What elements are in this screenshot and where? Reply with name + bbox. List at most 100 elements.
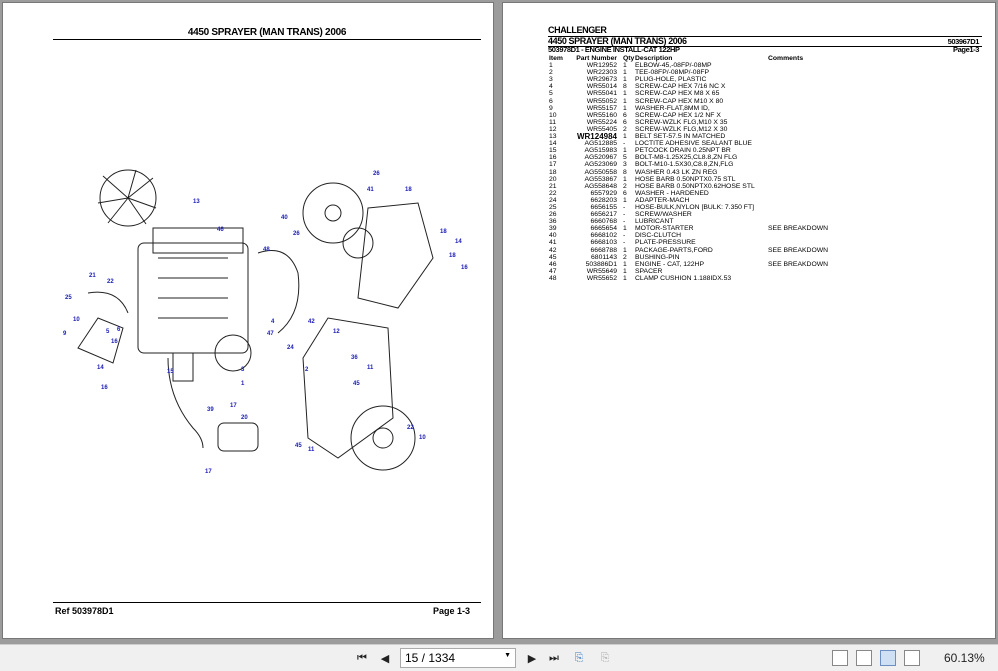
next-page-icon[interactable]: ▶ (527, 652, 537, 665)
quantity: 1 (623, 175, 627, 183)
prev-page-icon[interactable]: ◀ (380, 652, 390, 665)
go-back-view-icon[interactable]: ⎘ (574, 651, 584, 664)
part-number: AG558648 (584, 182, 617, 190)
first-page-icon[interactable]: ⏮ (357, 651, 367, 664)
quantity: 1 (623, 274, 627, 282)
quantity: 1 (623, 69, 627, 77)
continuous-view-icon[interactable] (856, 650, 872, 666)
hose (167, 357, 204, 449)
description: PACKAGE-PARTS,FORD (635, 246, 713, 254)
single-page-view-icon[interactable] (832, 650, 848, 666)
part-number: WR124984 (576, 132, 617, 142)
comments: SEE BREAKDOWN (768, 246, 829, 254)
item-number: 40 (549, 232, 557, 240)
item-number: 5 (549, 90, 553, 98)
item-number: 3 (549, 76, 553, 84)
quantity: 2 (623, 253, 627, 261)
quantity: 6 (623, 111, 627, 119)
last-page-icon[interactable]: ⏭ (549, 651, 559, 664)
item-number: 12 (549, 125, 557, 133)
quantity: 1 (623, 133, 627, 141)
flywheel (302, 182, 364, 244)
item-number: 20 (549, 175, 557, 183)
part-number: 6665654 (590, 225, 617, 233)
item-number: 10 (549, 111, 557, 119)
quantity: 1 (623, 267, 627, 275)
quantity: 1 (623, 104, 627, 112)
quantity: 1 (623, 196, 627, 204)
quantity: 8 (623, 83, 627, 91)
parts-table: Item Part Number Qty Description Comment… (549, 55, 828, 282)
quantity: 1 (623, 260, 627, 268)
divider (548, 46, 982, 47)
zoom-level[interactable]: 60.13% (944, 651, 985, 665)
title: 4450 SPRAYER (MAN TRANS) 2006 (548, 36, 687, 46)
item-number: 4 (549, 83, 553, 91)
facing-view-icon[interactable] (880, 650, 896, 666)
section-title: 503978D1 - ENGINE INSTALL-CAT 122HP (548, 45, 680, 54)
description: SCREW-WZLK FLG,M10 X 35 (635, 118, 728, 126)
description: SCREW-CAP HEX 1/2 NF X (635, 111, 721, 119)
description: WASHER - HARDENED (635, 189, 709, 197)
item-number: 13 (549, 133, 557, 141)
part-number: WR55649 (586, 267, 617, 275)
description: LOCTITE ADHESIVE SEALANT BLUE (635, 140, 752, 148)
quantity: - (623, 218, 626, 226)
part-number: WR12952 (586, 62, 617, 70)
go-forward-view-icon[interactable]: ⎘ (600, 651, 610, 664)
page-selector[interactable]: 15 / 1334▼ (400, 648, 516, 668)
description: PLUG-HOLE, PLASTIC (635, 76, 707, 84)
quantity: 1 (623, 246, 627, 254)
description: BUSHING-PIN (635, 253, 680, 261)
fan (99, 169, 157, 227)
quantity: 2 (623, 125, 627, 133)
item-number: 1 (549, 62, 553, 70)
divider (53, 602, 481, 603)
description: SPACER (635, 267, 663, 275)
chevron-down-icon[interactable]: ▼ (504, 652, 511, 659)
item-number: 39 (549, 225, 557, 233)
engine-exploded-diagram (77, 169, 434, 471)
description: DISC-CLUTCH (635, 232, 682, 240)
item-number: 15 (549, 147, 557, 155)
item-number: 21 (549, 182, 557, 190)
item-number: 45 (549, 253, 557, 261)
description: HOSE BARB 0.50NPTX0.62HOSE STL (635, 182, 755, 190)
part-number: WR29673 (586, 76, 617, 84)
brand: CHALLENGER (548, 25, 607, 35)
part-number: 6668102 (590, 232, 617, 240)
continuous-facing-view-icon[interactable] (904, 650, 920, 666)
table-header: Item Part Number Qty Description Comment… (549, 55, 804, 62)
part-number: WR55652 (586, 274, 617, 282)
quantity: 1 (623, 90, 627, 98)
item-number: 11 (549, 118, 557, 126)
part-number: WR22303 (586, 69, 617, 77)
part-number: 6656217 (590, 211, 617, 219)
item-number: 48 (549, 274, 557, 282)
quantity: 3 (623, 161, 627, 169)
left-page-title: 4450 SPRAYER (MAN TRANS) 2006 (187, 27, 347, 38)
quantity: 1 (623, 147, 627, 155)
viewer-toolbar: ⏮ ◀ 15 / 1334▼ ▶ ⏭ ⎘ ⎘ 60.13% (0, 644, 998, 671)
description: HOSE BARB 0.50NPTX0.75 STL (635, 175, 736, 183)
part-number: WR55160 (586, 111, 617, 119)
item-number: 26 (549, 211, 557, 219)
starter-motor (217, 422, 259, 452)
description: SCREW-CAP HEX M10 X 80 (635, 97, 724, 105)
item-number: 47 (549, 267, 557, 275)
part-number: 6668103 (590, 239, 617, 247)
description: PLATE-PRESSURE (635, 239, 696, 247)
doc-number: 503967D1 (947, 37, 980, 46)
part-number: AG512885 (584, 140, 617, 148)
item-number: 41 (549, 239, 557, 247)
part-number: 6628203 (590, 196, 617, 204)
